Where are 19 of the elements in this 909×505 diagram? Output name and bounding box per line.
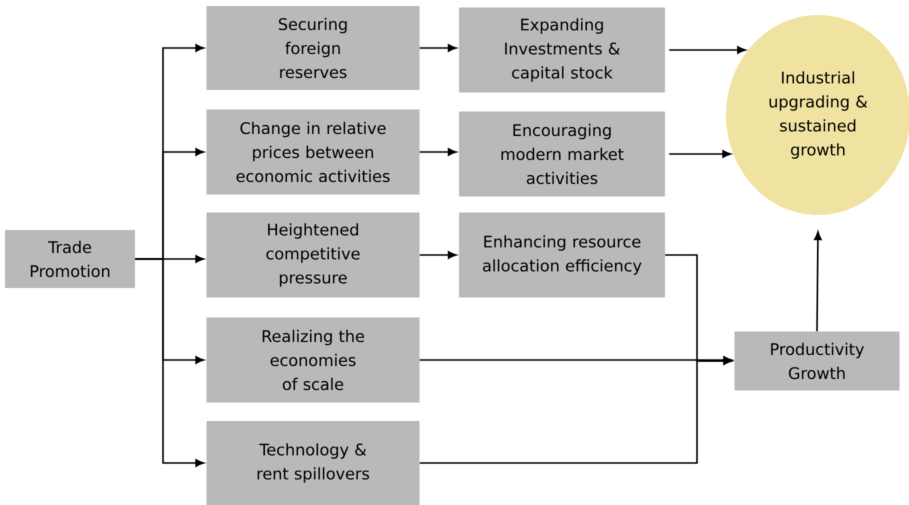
process-box: Securing foreign reserves (206, 6, 420, 90)
process-box: Trade Promotion (5, 230, 135, 288)
process-box: Enhancing resource allocation efficiency (459, 212, 665, 298)
arrow (420, 148, 457, 156)
process-box: Change in relative prices between economic activities (206, 110, 420, 194)
process-box: Realizing the economies of scale (206, 318, 420, 402)
process-box: Productivity Growth (734, 332, 900, 390)
arrow (420, 44, 457, 52)
process-box: Heightened competitive pressure (206, 212, 420, 298)
arrow (669, 150, 732, 158)
arrow (814, 231, 822, 332)
arrow (669, 46, 746, 54)
process-box: Technology & rent spillovers (206, 421, 420, 505)
arrow (420, 357, 732, 464)
arrow (420, 251, 457, 259)
arrow (420, 356, 732, 364)
process-box: Expanding Investments & capital stock (459, 8, 665, 92)
process-box: Encouraging modern market activities (459, 112, 665, 196)
arrow (135, 258, 204, 467)
